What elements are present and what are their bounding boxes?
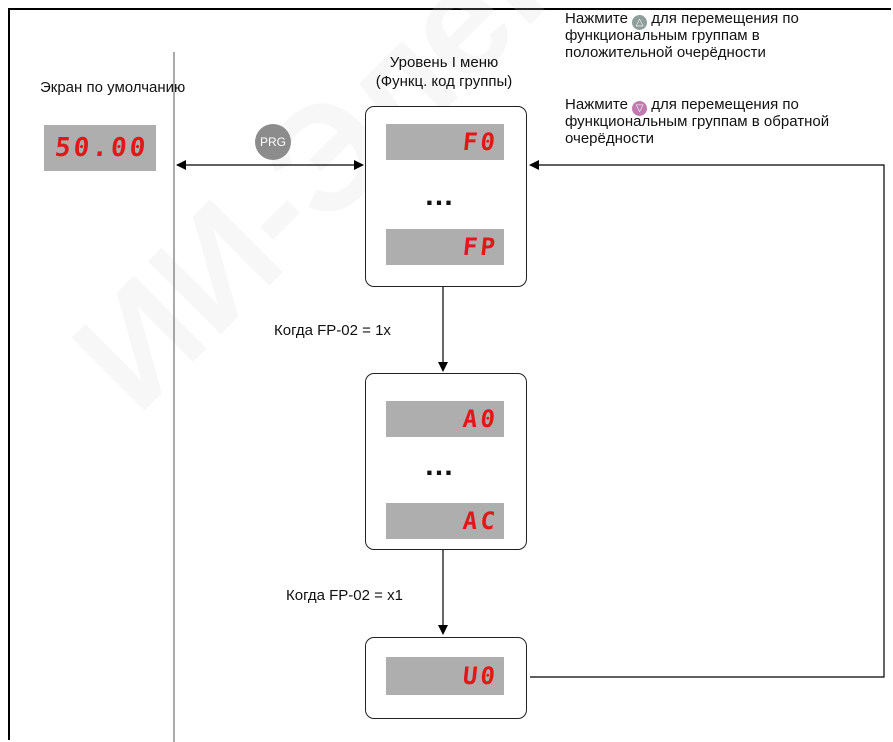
instruction-up-line3: положительной очерёдности [565,44,766,61]
group-f-last-display: FP [386,229,504,265]
menu-level-subtitle: (Функц. код группы) [375,73,513,90]
instruction-down-line2: функциональным группам в обратной [565,113,830,130]
return-loop-arrow [529,160,885,678]
instruction-up-line1: Нажмите △ для перемещения по [565,10,799,30]
group-a-last-value: AC [461,507,500,535]
instruction-down-line1: Нажмите ▽ для перемещения по [565,96,799,116]
menu-level-title: Уровень I меню [389,54,499,71]
default-screen-value: 50.00 [53,133,150,163]
group-f-last-value: FP [461,233,500,261]
group-a-ellipsis: … [424,449,455,482]
instruction-down-line3: очерёдности [565,130,654,147]
default-screen-label: Экран по умолчанию [40,79,186,96]
condition-1-label: Когда FP-02 = 1x [274,322,391,339]
triangle-up-icon: △ [632,15,648,30]
instruction-up-prefix: Нажмите [565,10,628,27]
group-u-first-display: U0 [386,657,504,695]
instruction-down-prefix: Нажмите [565,96,628,113]
group-f-ellipsis: … [424,179,455,212]
instruction-up-line2: функциональным группам в [565,27,760,44]
triangle-down-icon: ▽ [632,101,648,116]
group-f-first-value: F0 [461,128,500,156]
instruction-up-text: для перемещения по [651,10,799,27]
group-f-first-display: F0 [386,124,504,160]
default-screen-display: 50.00 [44,125,156,171]
diagram-frame [8,8,891,740]
group-a-first-display: A0 [386,401,504,437]
group-a-first-value: A0 [461,405,500,433]
group-u-first-value: U0 [461,662,500,690]
prg-button[interactable]: PRG [255,124,291,160]
instruction-down-text: для перемещения по [651,96,799,113]
condition-2-label: Когда FP-02 = x1 [286,587,403,604]
group-a-last-display: AC [386,503,504,539]
